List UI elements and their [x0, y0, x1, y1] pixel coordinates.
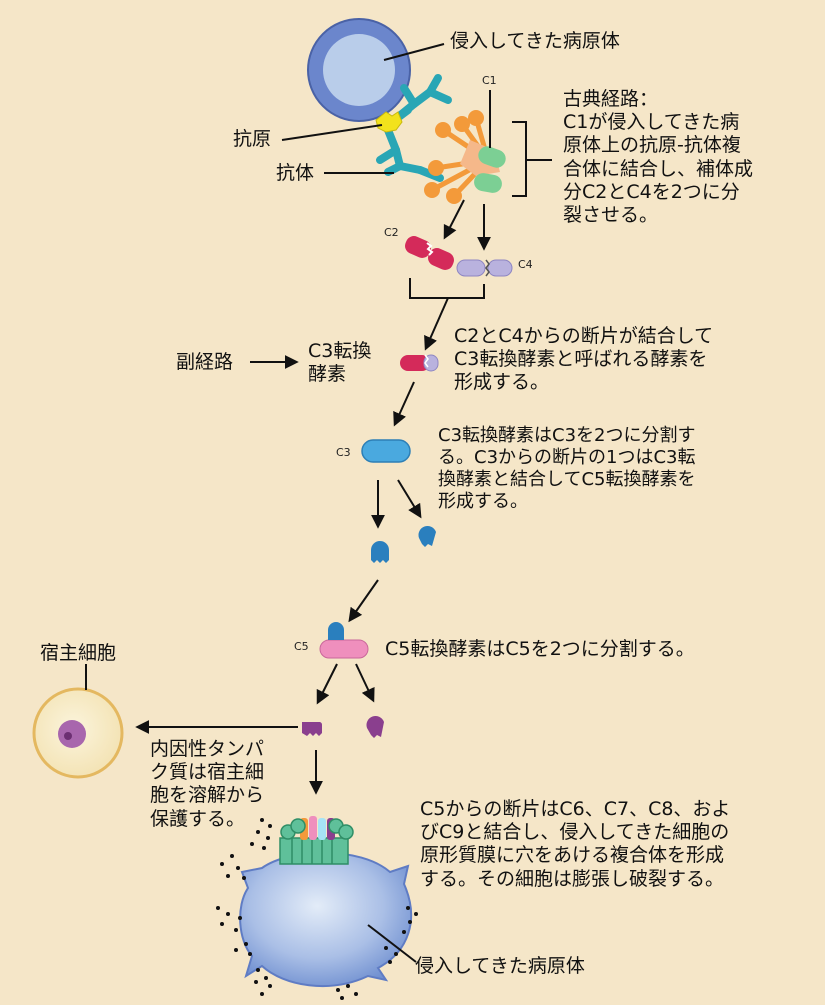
c3-convertase-molecule [400, 354, 439, 372]
label-antigen: 抗原 [233, 128, 272, 150]
arrow-to-c3 [393, 381, 415, 427]
label-c1: C1 [482, 74, 497, 87]
label-host-cell: 宿主細胞 [40, 642, 117, 664]
arrow-c3-right [397, 479, 422, 519]
c1-complex [424, 110, 506, 204]
c5a-fragment [366, 715, 384, 738]
label-c5: C5 [294, 640, 309, 653]
label-c5-split-desc: C5転換酵素はC5を2つに分割する。 [385, 638, 695, 660]
pathogen-top [307, 18, 411, 122]
pathogen-bottom [239, 851, 413, 987]
label-c3-convertase-desc: C2とC4からの断片が結合して C3転換酵素と呼ばれる酵素を 形成する。 [454, 325, 714, 394]
label-host-protection-desc: 内因性タンパ ク質は宿主細 胞を溶解から 保護する。 [150, 738, 265, 830]
arrow-c5-left [316, 663, 338, 705]
c2-fragments [405, 236, 454, 270]
antigen-shape [375, 111, 403, 133]
label-mac-desc: C5からの断片はC6、C7、C8、およ びC9と結合し、侵入してきた細胞の 原形… [420, 798, 731, 890]
label-c3-convertase: C3転換 酵素 [308, 340, 372, 386]
antibody-lower [376, 126, 444, 182]
arrow-to-c3-convertase [424, 297, 449, 351]
classical-bracket [512, 121, 552, 197]
c4-fragments [456, 259, 513, 277]
join-bracket [409, 278, 485, 299]
c3a-fragment [418, 525, 436, 547]
label-c3: C3 [336, 446, 351, 459]
spilled-contents [216, 818, 418, 1000]
label-antibody: 抗体 [276, 162, 315, 184]
label-invading-pathogen-top: 侵入してきた病原体 [450, 30, 620, 52]
label-c4: C4 [518, 258, 533, 271]
label-alternative-pathway: 副経路 [176, 351, 234, 373]
membrane-attack-complex [279, 816, 354, 865]
c5-molecule [319, 622, 369, 659]
pathogen-top-leader [383, 43, 445, 61]
label-invading-pathogen-bottom: 侵入してきた病原体 [415, 955, 585, 977]
c3-molecule [361, 439, 411, 463]
label-c2: C2 [384, 226, 399, 239]
antigen-leader [281, 124, 383, 141]
arrow-to-c5 [348, 579, 379, 623]
label-classical-pathway: 古典経路： C1が侵入してきた病 原体上の抗原-抗体複 合体に結合し、補体成 分… [563, 88, 754, 226]
c3b-fragment [371, 541, 389, 563]
arrow-c5-right [355, 663, 375, 703]
host-cell [32, 687, 124, 779]
c5b-fragment [302, 722, 323, 736]
label-c3-split-desc: C3転換酵素はC3を2つに分割す る。C3からの断片の1つはC3転 換酵素と結合… [438, 425, 696, 512]
pathogen-bottom-leader [367, 924, 417, 963]
arrow-to-c2 [443, 199, 465, 240]
